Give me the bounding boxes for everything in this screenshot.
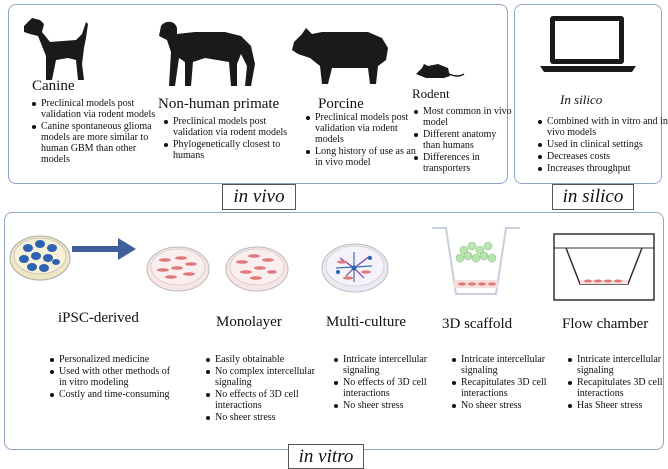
list-item: Personalized medicine [50, 354, 179, 365]
in-vitro-label: in vitro [288, 444, 364, 469]
list-item: Recapitulates 3D cell interactions [568, 377, 668, 399]
rodent-title: Rodent [412, 86, 450, 101]
list-item: No sheer stress [206, 412, 325, 423]
list-item: Preclinical models post validation via r… [32, 98, 159, 120]
list-item: No effects of 3D cell interactions [334, 377, 443, 399]
arrow-right-icon [72, 238, 136, 260]
list-item: Costly and time-consuming [50, 389, 179, 400]
in-vivo-label: in vivo [222, 184, 296, 210]
ipsc-dish-icon [9, 235, 71, 281]
monolayer-title: Monolayer [216, 314, 282, 330]
multiculture-dish-icon [321, 243, 389, 293]
list-item: Intricate intercellular signaling [568, 354, 668, 376]
list-item: Has Sheer stress [568, 400, 668, 411]
list-item: Preclinical models post validation via r… [164, 116, 301, 138]
primate-icon [159, 21, 255, 86]
in-silico-title: In silico [560, 92, 603, 107]
canine-bullets: Preclinical models post validation via r… [30, 98, 159, 166]
list-item: Differences in transporters [414, 152, 513, 174]
list-item: Intricate intercellular signaling [334, 354, 443, 376]
list-item: Increases throughput [538, 163, 668, 174]
ipsc-title: iPSC-derived [58, 310, 139, 326]
list-item: Canine spontaneous glioma models are mor… [32, 121, 159, 165]
in-vivo-panel [8, 4, 508, 184]
dog-icon [24, 18, 88, 80]
list-item: No effects of 3D cell interactions [206, 389, 325, 411]
list-item: Most common in vivo model [414, 106, 512, 128]
list-item: Long history of use as an in vivo model [306, 146, 419, 168]
list-item: Easily obtainable [206, 354, 325, 365]
list-item: Preclinical models post validation via r… [306, 112, 419, 145]
monolayer-bullets: Easily obtainable No complex intercellul… [204, 354, 325, 424]
scaffold-title: 3D scaffold [442, 316, 513, 332]
flow-chamber-bullets: Intricate intercellular signaling Recapi… [566, 354, 668, 412]
list-item: Combined with in vitro and in vivo model… [538, 116, 668, 138]
monolayer-dish-icon-2 [225, 246, 289, 292]
list-item: No complex intercellular signaling [206, 366, 325, 388]
flow-chamber-title: Flow chamber [562, 316, 649, 332]
list-item: Different anatomy than humans [414, 129, 513, 151]
primate-title: Non-human primate [158, 96, 280, 112]
list-item: Recapitulates 3D cell interactions [452, 377, 561, 399]
in-silico-bullets: Combined with in vitro and in vivo model… [536, 116, 668, 175]
list-item: Intricate intercellular signaling [452, 354, 561, 376]
list-item: Used with other methods of in vitro mode… [50, 366, 179, 388]
porcine-bullets: Preclinical models post validation via r… [304, 112, 419, 169]
in-silico-panel [514, 4, 662, 184]
multiculture-title: Multi-culture [326, 314, 406, 330]
primate-bullets: Preclinical models post validation via r… [162, 116, 301, 162]
list-item: Used in clinical settings [538, 139, 668, 150]
scaffold-icon [432, 227, 520, 295]
mouse-icon [416, 64, 465, 78]
list-item: Phylogenetically closest to humans [164, 139, 301, 161]
flow-chamber-icon [553, 233, 655, 301]
list-item: No sheer stress [334, 400, 443, 411]
rodent-bullets: Most common in vivo model Different anat… [412, 106, 513, 175]
porcine-title: Porcine [318, 96, 364, 112]
list-item: Decreases costs [538, 151, 668, 162]
scaffold-bullets: Intricate intercellular signaling Recapi… [450, 354, 561, 412]
laptop-icon [540, 16, 636, 72]
in-silico-label: in silico [552, 184, 634, 210]
list-item: No sheer stress [452, 400, 561, 411]
ipsc-bullets: Personalized medicine Used with other me… [48, 354, 179, 401]
multiculture-bullets: Intricate intercellular signaling No eff… [332, 354, 443, 412]
pig-icon [292, 28, 388, 84]
monolayer-dish-icon [146, 246, 210, 292]
canine-title: Canine [32, 78, 75, 94]
